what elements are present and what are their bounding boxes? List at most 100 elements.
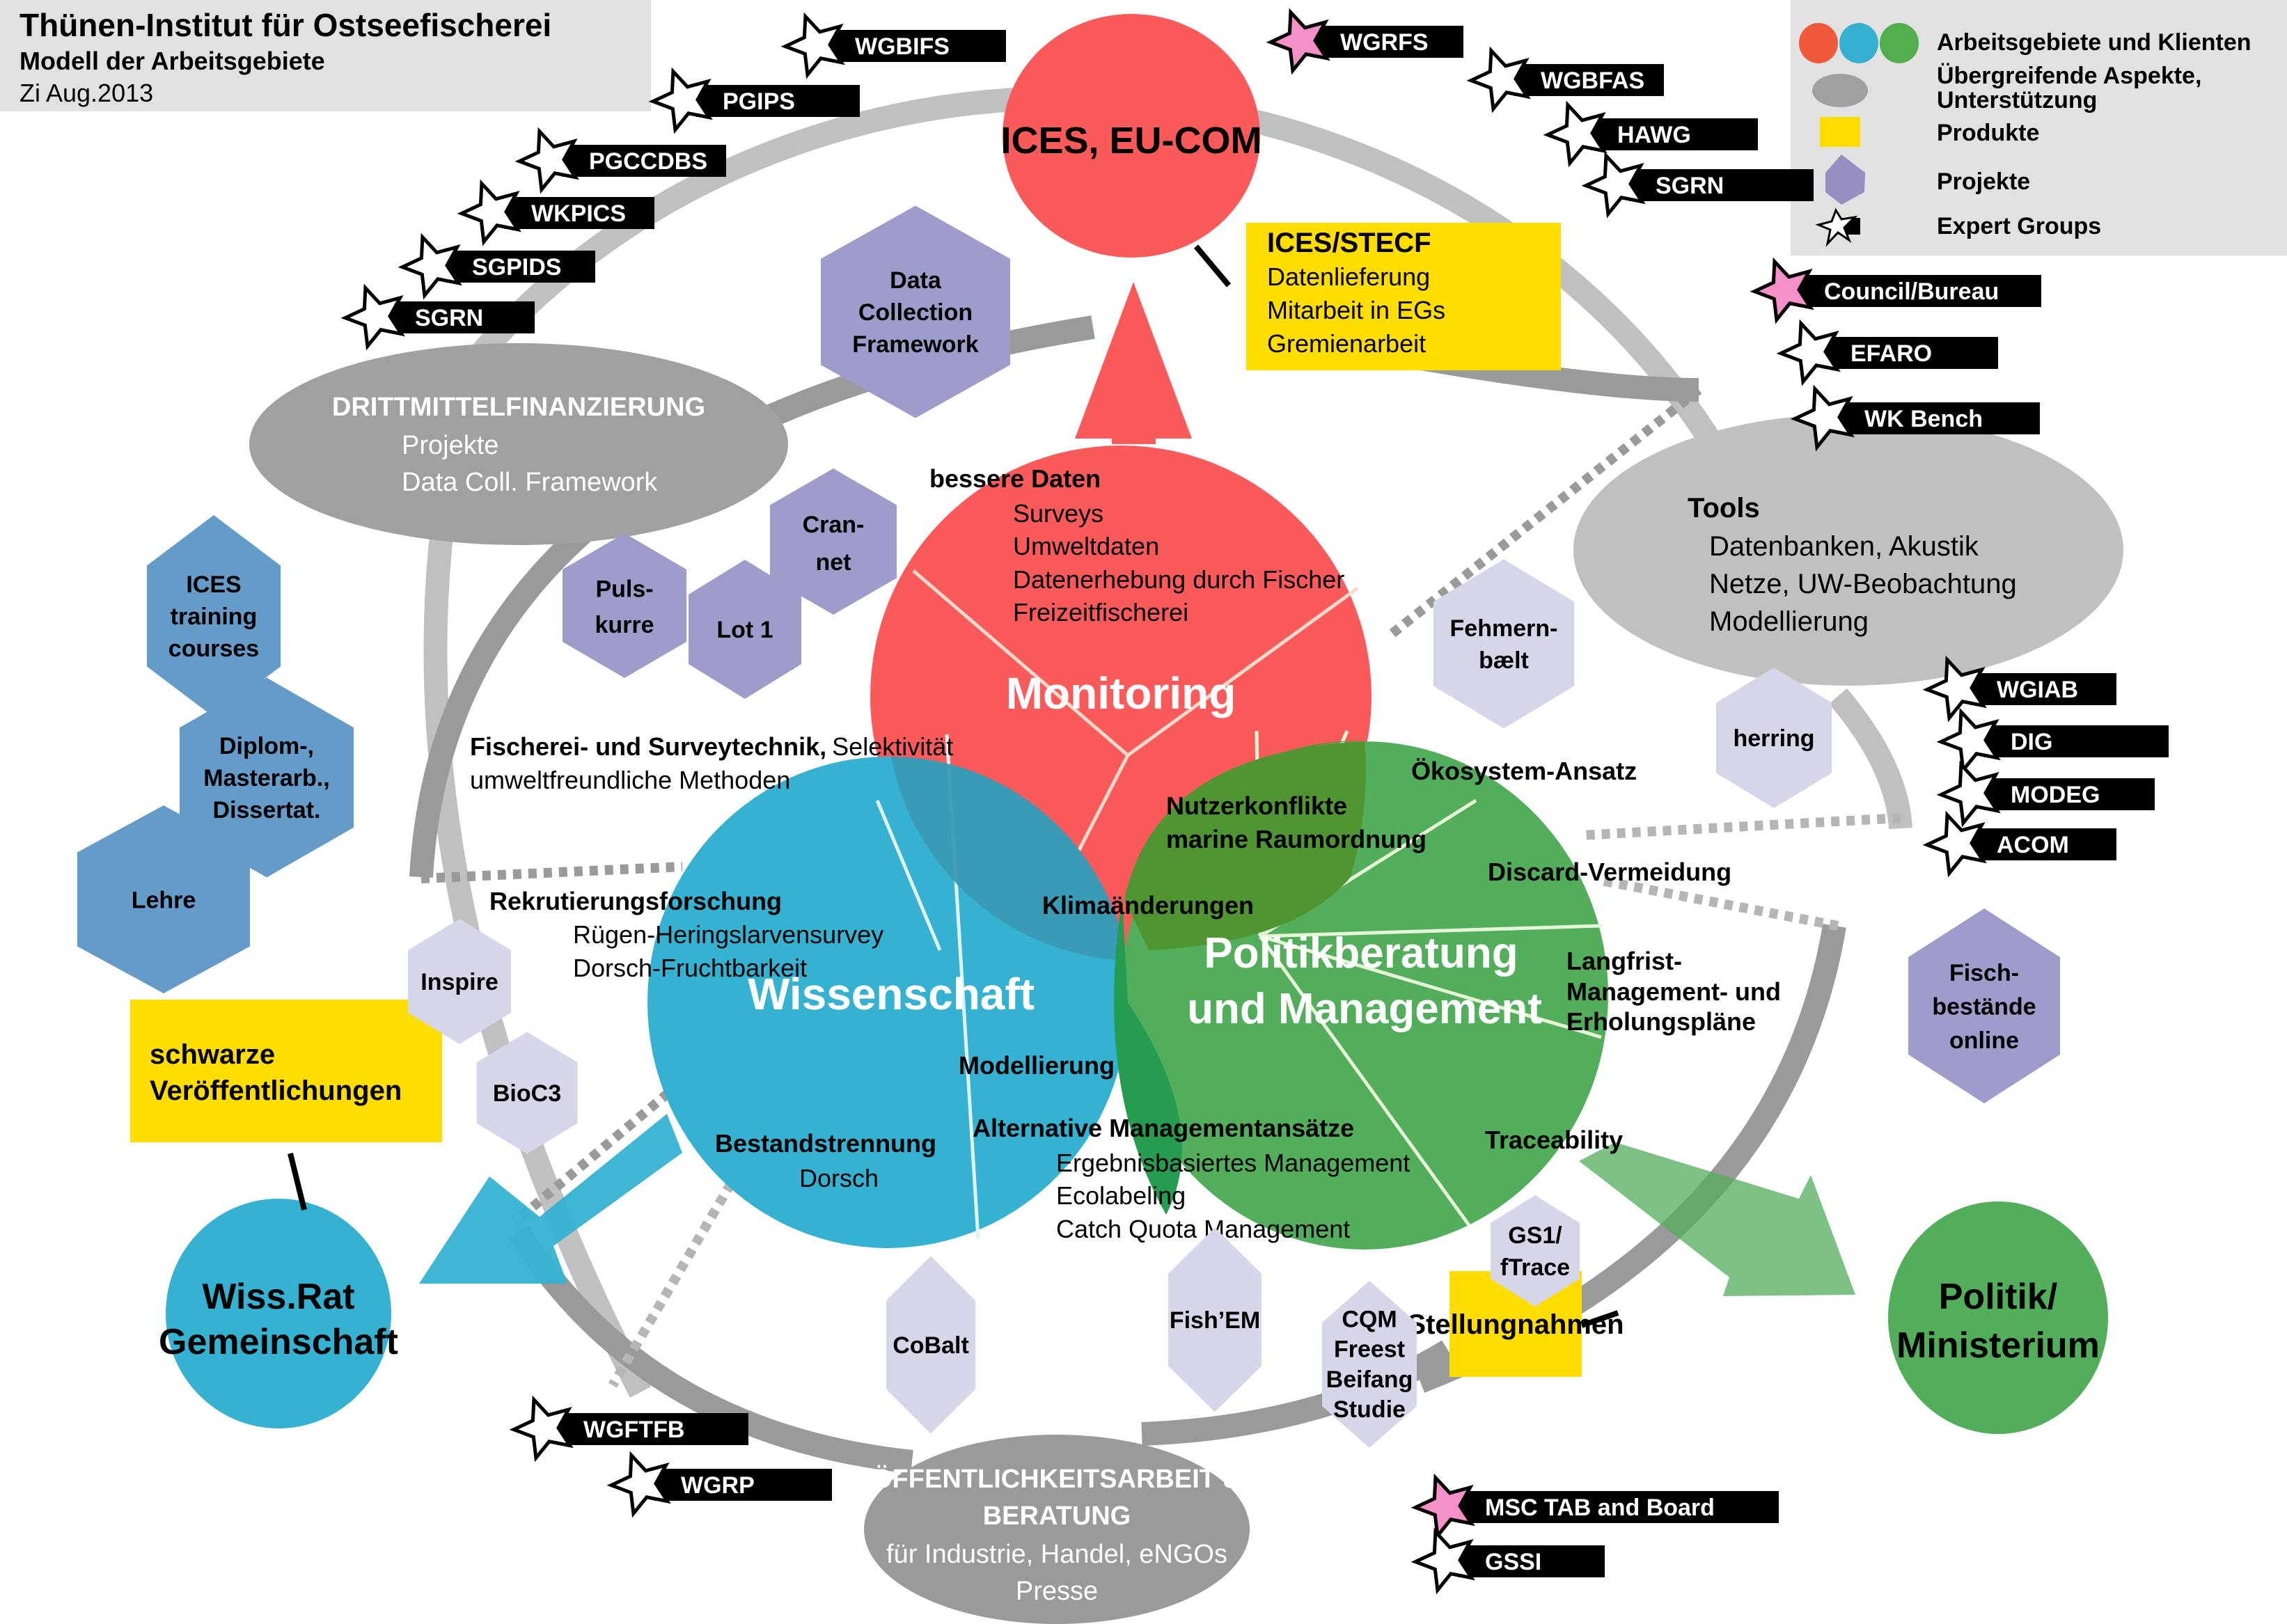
star-icon — [1776, 319, 1841, 386]
project-label: Lot 1 — [716, 617, 773, 643]
wissenschaft-bestand-item: Dorsch — [799, 1164, 879, 1192]
project-label: ICES — [186, 571, 241, 598]
monitoring-item: Umweltdaten — [1013, 532, 1159, 560]
expert-group-wgrp: WGRP — [606, 1451, 832, 1518]
expert-group-label: MSC TAB and Board — [1485, 1495, 1715, 1521]
legend-label-expert-groups: Expert Groups — [1937, 213, 2101, 239]
expert-group-label: EFARO — [1850, 340, 1932, 367]
client-politik-label: Ministerium — [1896, 1325, 2100, 1366]
hexagon-shape — [476, 1032, 578, 1154]
expert-group-label: PGCCDBS — [589, 148, 707, 175]
project-label: Masterarb., — [203, 765, 329, 791]
wissenschaft-klima: Klimaänderungen — [1042, 891, 1254, 920]
star-icon — [1922, 655, 1987, 723]
wissenschaft-bestand: Bestandstrennung — [715, 1129, 936, 1158]
hexagon-shape — [886, 1256, 975, 1434]
wissenschaft-fischerei-line2: umweltfreundliche Methoden — [470, 766, 790, 794]
star-icon — [340, 283, 405, 351]
aspect-oeffentlichkeit: ÖFFENTLICHKEITSARBEIT & BERATUNG für Ind… — [864, 1435, 1250, 1624]
expert-group-tag — [1459, 1491, 1779, 1523]
product-ices-stecf-item: Mitarbeit in EGs — [1267, 296, 1445, 324]
expert-group-label: WGFTFB — [583, 1417, 684, 1443]
expert-group-wgbfas: WGBFAS — [1466, 46, 1664, 113]
aspect-drittmittel-item: Projekte — [402, 431, 498, 460]
expert-group-tag — [1591, 118, 1758, 150]
expert-group-label: WGBIFS — [855, 33, 950, 60]
yellow-rect-icon — [1820, 117, 1860, 147]
aspect-tools-item: Datenbanken, Akustik — [1709, 531, 1979, 562]
aspect-drittmittel: DRITTMITTELFINANZIERUNG Projekte Data Co… — [249, 343, 788, 545]
legend-label-projekte: Projekte — [1937, 168, 2030, 195]
gray-ellipse-icon — [1812, 74, 1868, 107]
monitoring-title: Monitoring — [1006, 668, 1236, 718]
wissenschaft-title: Wissenschaft — [748, 969, 1035, 1019]
expert-group-wgrfs: WGRFS — [1266, 8, 1463, 75]
dotted-connector — [512, 1089, 672, 1226]
hexagon-shape — [180, 677, 354, 878]
wissenschaft-fischerei: Fischerei- und Surveytechnik,Selektivitä… — [470, 732, 953, 761]
project-hex-puls: Puls-kurre — [563, 533, 686, 678]
project-label: Collection — [858, 299, 973, 326]
project-label: fTrace — [1500, 1254, 1570, 1281]
expert-group-tag — [1838, 402, 2040, 434]
star-icon — [780, 12, 845, 79]
pink-star-icon — [1750, 257, 1814, 324]
wissenschaft-fischerei-bold: Fischerei- und Surveytechnik, — [470, 732, 826, 761]
monitoring-item: Datenerhebung durch Fischer — [1013, 565, 1344, 594]
monitoring-item: Surveys — [1013, 499, 1103, 528]
product-schwarze-label: Veröffentlichungen — [150, 1075, 402, 1106]
star-icon — [514, 127, 579, 194]
project-label: CQM — [1342, 1306, 1397, 1332]
project-label: courses — [168, 636, 259, 662]
dotted-connector — [1600, 876, 1839, 931]
project-label: Data — [890, 267, 942, 294]
expert-group-gssi: GSSI — [1410, 1527, 1605, 1595]
aspect-oeff-item: für Industrie, Handel, eNGOs — [886, 1540, 1227, 1569]
project-label: Dissertat. — [213, 797, 321, 823]
expert-group-label: DIG — [2011, 729, 2052, 755]
project-hex-lot1: Lot 1 — [689, 560, 801, 699]
star-icon — [457, 179, 521, 246]
project-label: Fish’EM — [1170, 1307, 1260, 1334]
project-label: Cran- — [803, 512, 865, 538]
project-hex-diplom: Diplom-,Masterarb.,Dissertat. — [180, 677, 354, 878]
expert-group-tag — [654, 1469, 832, 1501]
expert-group-wkpics: WKPICS — [457, 179, 654, 246]
project-label: kurre — [595, 612, 654, 638]
project-label: online — [1949, 1027, 2019, 1054]
connector-line — [288, 1153, 307, 1211]
expert-group-tag — [1798, 275, 2041, 307]
politik-oeko: Ökosystem-Ansatz — [1411, 757, 1637, 785]
expert-group-efaro: EFARO — [1776, 319, 1998, 386]
product-ices-stecf-item: Gremienarbeit — [1267, 329, 1426, 358]
legend-label-unterstuetzung: Unterstützung — [1937, 87, 2097, 113]
project-hex-inspire: Inspire — [408, 919, 511, 1044]
legend-label-aspekte: Übergreifende Aspekte, — [1937, 63, 2201, 89]
dotted-connector — [1389, 386, 1702, 638]
star-icon — [1581, 151, 1646, 219]
aspect-tools-item: Modellierung — [1709, 606, 1869, 637]
aspect-oeff-title: BERATUNG — [983, 1501, 1131, 1531]
expert-group-tag — [446, 251, 595, 283]
expert-group-tag — [1984, 725, 2169, 757]
star-icon — [606, 1451, 671, 1518]
hexagon-shape — [821, 205, 1010, 418]
project-hex-lehre: Lehre — [77, 805, 250, 993]
hexagon-shape — [1908, 908, 2060, 1103]
star-tag-icon — [1815, 207, 1860, 247]
hexagon-icon — [1825, 155, 1865, 205]
wissenschaft-rekrutierung: Rekrutierungsforschung — [489, 887, 782, 915]
politik-langfrist: Langfrist- — [1566, 947, 1682, 975]
aspect-oeff-item: Presse — [1016, 1577, 1098, 1606]
expert-group-label: WGIAB — [1997, 677, 2078, 703]
inner-ring-dark-bottom — [508, 1225, 913, 1474]
hexagon-shape — [1491, 1195, 1580, 1307]
expert-group-sgrn: SGRN — [1581, 151, 1814, 219]
expert-group-council-bureau: Council/Bureau — [1750, 257, 2041, 324]
project-hex-fishem: Fish’EM — [1168, 1227, 1262, 1412]
expert-group-dig: DIG — [1936, 707, 2169, 775]
